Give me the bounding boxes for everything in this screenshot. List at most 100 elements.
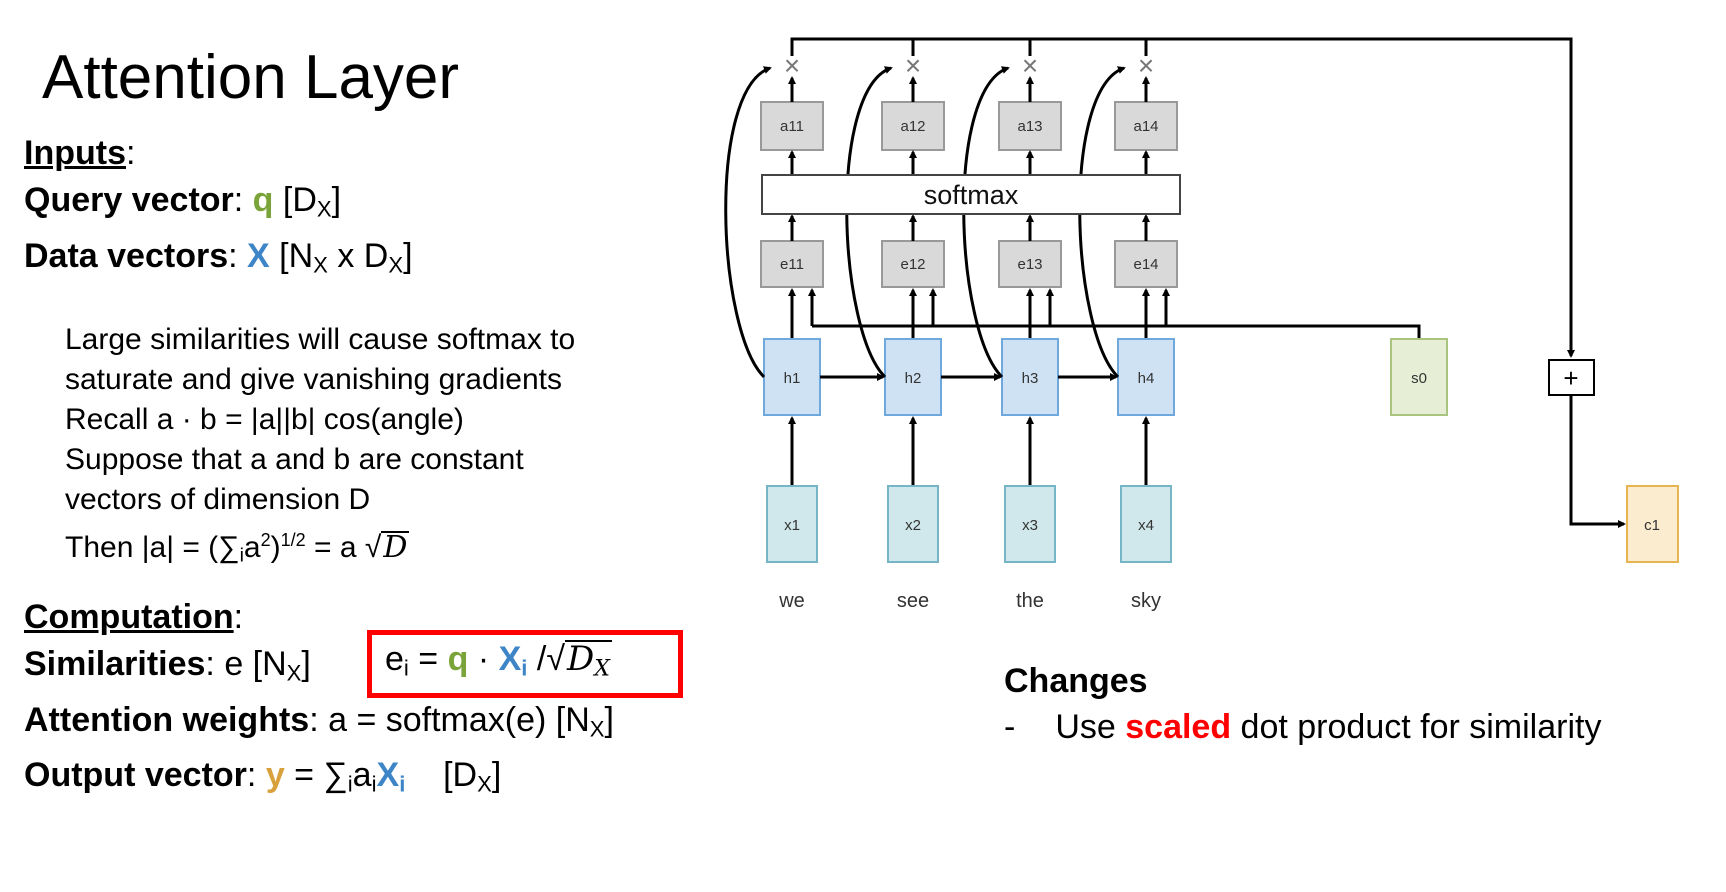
note-line: Large similarities will cause softmax to [65,323,576,356]
t: a [352,756,372,795]
hidden-state-label: h1 [784,370,801,387]
t: y [265,756,285,795]
input-label: x2 [905,517,921,534]
hidden-to-mult-arrow [724,66,772,379]
softmax-label: softmax [924,180,1019,210]
t: = a √ [305,530,382,564]
multiply-icon: × [784,50,800,81]
input-box [887,485,939,563]
attention-weight-label: a13 [1017,118,1042,135]
t: Then |a| = (∑ [65,530,240,564]
dim-close: ] [403,236,413,275]
hidden-state-box [1117,338,1175,416]
dim-sub: X [313,252,328,278]
attention-weights-line: Attention weights: a = softmax(e) [NX] [24,697,614,753]
inputs-heading-text: Inputs [24,134,126,172]
scaling-note: Large similarities will cause softmax to… [65,320,575,576]
context-sum-line [790,37,1575,358]
t: : e [N [205,645,287,683]
t: e [385,640,404,678]
multiply-icon: × [1022,50,1038,81]
sqrt-d: D [381,529,410,565]
score-label: e11 [780,256,804,273]
attention-weight-label: a14 [1133,118,1158,135]
t: i [399,771,406,797]
query-dim: [D [273,181,317,219]
t: 1/2 [280,530,306,550]
input-word: we [778,590,805,612]
input-box [766,485,818,563]
t: D [566,639,595,679]
colon: : [233,598,244,636]
computation-heading-text: Computation [24,598,234,636]
t: X [376,756,400,795]
attention-weight-box [881,101,945,151]
highlight-box [367,630,683,698]
t: = [408,640,448,678]
colon: : [125,134,136,172]
highlight-word: scaled [1125,708,1232,746]
multiply-icon: × [905,50,921,81]
t: X [286,660,302,686]
t: ] [301,645,311,683]
t: ) [270,530,281,564]
input-word: see [897,590,929,612]
query-label: Query vector [24,181,234,219]
scaled-similarity-formula: ei = q · Xi /√DX [385,640,612,682]
t: = ∑ [284,756,348,795]
t: · [468,640,499,678]
data-symbol: X [247,236,270,275]
input-word: the [1016,590,1044,612]
decoder-state-label: s0 [1411,370,1427,387]
query-symbol: q [252,181,274,219]
changes-bullet: -Use scaled dot product for similarity [1004,704,1601,750]
context-arrow [1569,395,1626,528]
t: /√ [527,640,565,678]
t: : [246,756,266,795]
sum-box [1548,359,1595,396]
slide-title: Attention Layer [42,43,460,112]
input-label: x3 [1022,517,1038,534]
similarities-line: Similarities: e [NX] [24,641,614,697]
attention-weight-label: a12 [900,118,925,135]
t: [D [405,756,478,795]
changes-section: Changes -Use scaled dot product for simi… [1004,658,1601,750]
att-label: Attention weights [24,700,310,739]
data-vectors-line: Data vectors: X [NX x DX] [24,233,413,289]
t: a [243,530,261,564]
inputs-section: Inputs: Query vector: q [DX] Data vector… [24,130,413,288]
t: dot product for similarity [1231,708,1602,746]
hidden-state-label: h3 [1022,370,1039,387]
input-word: sky [1131,590,1161,612]
decoder-state-box [1390,338,1448,416]
input-label: x4 [1138,517,1154,534]
t: i [239,544,244,567]
softmax-box [761,174,1181,215]
t: q [447,640,469,678]
t: i [347,771,353,797]
score-box [881,240,945,288]
input-box [1004,485,1056,563]
score-box [998,240,1062,288]
sep: : [228,236,248,275]
hidden-state-label: h2 [905,370,922,387]
multiply-icon: × [1138,50,1154,81]
t: 2 [260,530,271,550]
t: i [403,655,409,681]
changes-heading: Changes [1004,662,1148,700]
score-box [760,240,824,288]
output-vector-line: Output vector: y = ∑iaiXi [DX] [24,752,614,808]
data-dim: [N [269,236,314,275]
t: X [498,640,522,678]
note-line: saturate and give vanishing gradients [65,363,562,396]
note-line: vectors of dimension D [65,483,371,516]
inputs-heading: Inputs: [24,130,413,177]
score-label: e14 [1133,256,1158,273]
t: i [521,655,528,681]
input-box [1120,485,1172,563]
out-label: Output vector [24,756,247,795]
dim-close: ] [331,181,342,219]
t: i [371,771,377,797]
query-vector-line: Query vector: q [DX] [24,177,413,233]
